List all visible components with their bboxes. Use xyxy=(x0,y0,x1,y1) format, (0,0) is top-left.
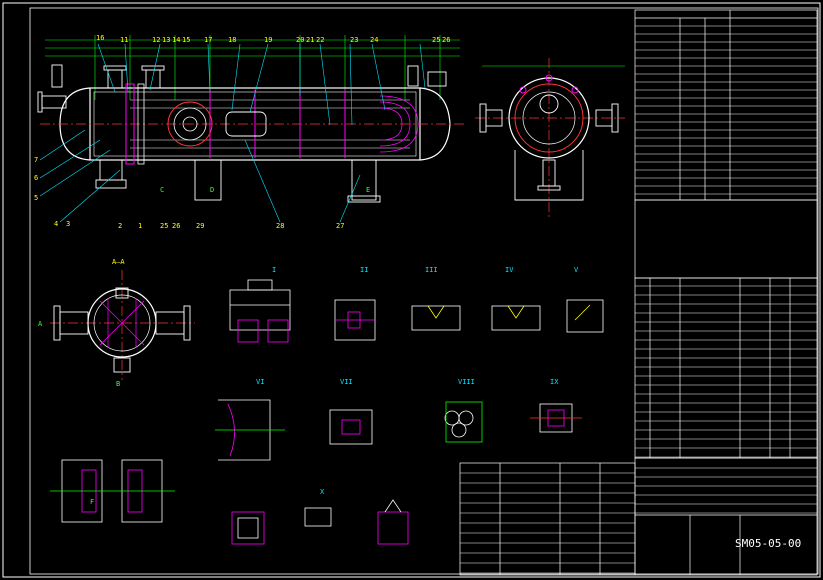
detail-label: I xyxy=(272,266,277,274)
nozzle-letter: A xyxy=(38,320,43,328)
part-balloon: 16 xyxy=(96,34,105,42)
part-balloon: 26 xyxy=(442,36,451,44)
part-balloon: 6 xyxy=(34,174,39,182)
part-balloon: 24 xyxy=(370,36,379,44)
part-balloon: 22 xyxy=(316,36,325,44)
part-balloon: 3 xyxy=(66,220,71,228)
part-balloon: 5 xyxy=(34,194,39,202)
detail-label: VII xyxy=(340,378,353,386)
detail-label: III xyxy=(425,266,438,274)
detail-label: X xyxy=(320,488,325,496)
section-label: A—A xyxy=(112,258,125,266)
detail-label: VI xyxy=(256,378,265,386)
table-row-lines xyxy=(460,25,817,574)
part-balloon: 23 xyxy=(350,36,359,44)
detail-label: IV xyxy=(505,266,514,274)
part-balloon: 15 xyxy=(182,36,191,44)
part-balloon: 4 xyxy=(54,220,59,228)
part-balloon: 21 xyxy=(306,36,315,44)
part-balloon: 29 xyxy=(196,222,205,230)
part-balloon: 7 xyxy=(34,156,39,164)
nozzle-letter: F xyxy=(90,498,95,506)
part-balloon: 1 xyxy=(138,222,143,230)
detail-views xyxy=(50,279,604,545)
part-balloon: 28 xyxy=(276,222,285,230)
drawing-frame xyxy=(29,7,819,575)
title-block-tables xyxy=(459,9,818,576)
part-balloon: 20 xyxy=(296,36,305,44)
main-elevation-view xyxy=(37,35,465,223)
part-balloon: 18 xyxy=(228,36,237,44)
part-balloon: 2 xyxy=(118,222,123,230)
nozzle-letter: E xyxy=(366,186,371,194)
detail-label: IX xyxy=(550,378,559,386)
detail-label: V xyxy=(574,266,579,274)
detail-label: VIII xyxy=(458,378,475,386)
part-balloon: 26 xyxy=(172,222,181,230)
part-balloon: 25 xyxy=(160,222,169,230)
detail-label: II xyxy=(360,266,369,274)
part-balloon: 11 xyxy=(120,36,129,44)
drawing-number: SM05-05-00 xyxy=(735,537,802,550)
end-view xyxy=(475,58,625,218)
part-balloon: 14 xyxy=(172,36,181,44)
section-a-a-view xyxy=(50,270,195,380)
nozzle-letter: C xyxy=(160,186,165,194)
part-balloon: 13 xyxy=(162,36,171,44)
part-balloon: 17 xyxy=(204,36,213,44)
part-balloon: 12 xyxy=(152,36,161,44)
part-balloon: 25 xyxy=(432,36,441,44)
part-balloon: 27 xyxy=(336,222,345,230)
nozzle-letter: D xyxy=(210,186,215,194)
part-balloon: 19 xyxy=(264,36,273,44)
nozzle-letter: B xyxy=(116,380,121,388)
